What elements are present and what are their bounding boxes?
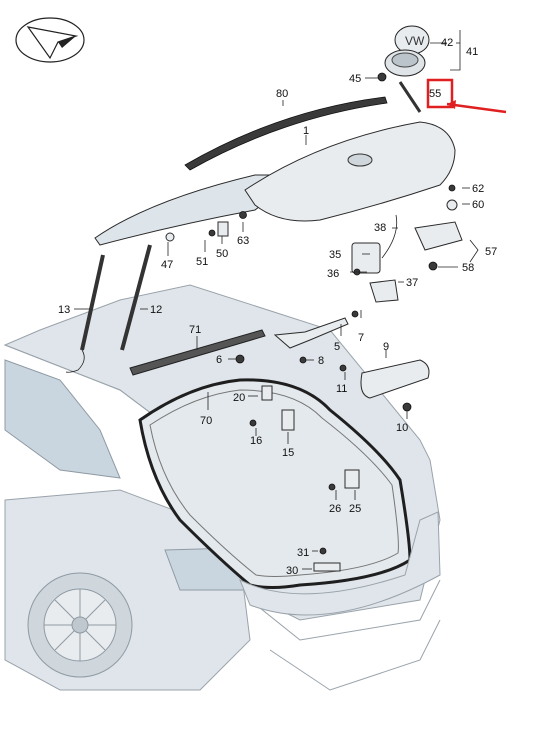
label-26: 26 [329,503,341,515]
label-70: 70 [200,415,212,427]
label-55: 55 [429,88,441,100]
label-47: 47 [161,259,173,271]
highlight-arrow [446,102,507,114]
label-16: 16 [250,435,262,447]
label-41: 41 [466,46,478,58]
label-58: 58 [462,262,474,274]
highlight-arrowhead [447,100,456,109]
label-31: 31 [297,547,309,559]
label-7: 7 [358,332,364,344]
badge-recess [347,153,373,167]
label-60: 60 [472,199,484,211]
spoiler-strip [184,96,388,171]
rear-bumper [239,511,441,616]
lock-assembly [351,184,463,303]
fasteners [165,211,412,572]
camera-rod [398,81,422,113]
seal-strip-71 [129,329,266,376]
brand-logo [15,17,85,63]
label-80: 80 [276,88,288,100]
label-12: 12 [150,304,162,316]
gas-strut-12 [120,244,152,351]
label-6: 6 [216,354,222,366]
label-63: 63 [237,235,249,247]
handle-9 [360,359,430,399]
label-1: 1 [303,125,309,137]
label-25: 25 [349,503,361,515]
label-15: 15 [282,447,294,459]
highlight-box [426,78,454,109]
svg-text:VW: VW [405,34,425,48]
label-51: 51 [196,256,208,268]
label-37: 37 [406,277,418,289]
label-11: 11 [336,383,347,395]
label-8: 8 [318,355,324,367]
label-50: 50 [216,248,228,260]
gas-strut-13 [65,254,105,373]
label-13: 13 [58,304,70,316]
label-10: 10 [396,422,408,434]
label-5: 5 [334,341,340,353]
label-71: 71 [189,324,201,336]
label-42: 42 [441,37,453,49]
label-20: 20 [233,392,245,404]
label-45: 45 [349,73,361,85]
label-9: 9 [383,341,389,353]
label-30: 30 [286,565,298,577]
tailgate-panel [244,121,456,222]
label-35: 35 [329,249,341,261]
label-38: 38 [374,222,386,234]
screw-45 [377,72,387,82]
hinge-5 [273,317,349,349]
part-labels: 1 5 6 7 8 9 10 11 12 13 15 16 20 25 26 3… [58,37,497,577]
label-57: 57 [485,246,497,258]
emblem-assembly: VW [384,25,430,77]
leader-lines [74,30,479,570]
label-36: 36 [327,268,339,280]
label-62: 62 [472,183,484,195]
